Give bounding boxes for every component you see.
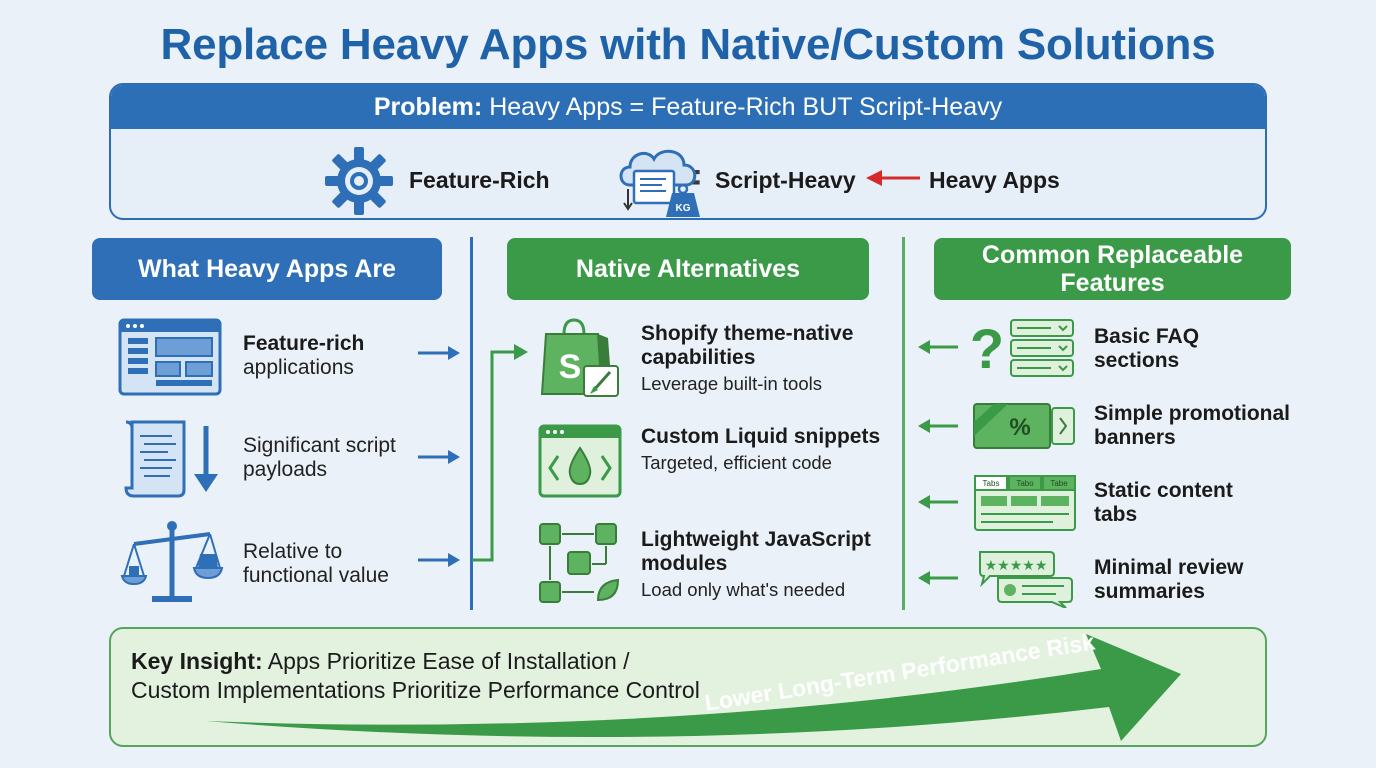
content-tabs-icon: Tabs Tabo Tabe <box>974 475 1076 531</box>
tab-label-1: Tabs <box>983 479 1000 488</box>
common-item-reviews: Minimal review summaries <box>1094 556 1244 603</box>
native-item-2-sub: Targeted, efficient code <box>641 452 832 473</box>
native-item-1: Shopify theme-native capabilities Levera… <box>641 322 881 396</box>
key-insight-label: Key Insight: <box>131 648 263 674</box>
performance-arrow-icon <box>206 634 1181 741</box>
native-item-2: Custom Liquid snippets Targeted, efficie… <box>641 425 881 475</box>
problem-box: Problem: Heavy Apps = Feature-Rich BUT S… <box>109 83 1267 220</box>
svg-text:%: % <box>1009 414 1030 441</box>
key-insight-line1: Apps Prioritize Ease of Installation / <box>267 648 630 674</box>
tab-label-3: Tabe <box>1050 479 1068 488</box>
svg-text:★★★★★: ★★★★★ <box>985 558 1048 574</box>
svg-text:S: S <box>559 348 582 386</box>
key-insight-box: Key Insight: Apps Prioritize Ease of Ins… <box>109 627 1267 747</box>
common-item-faq: Basic FAQ sections <box>1094 325 1200 372</box>
problem-text: Heavy Apps = Feature-Rich BUT Script-Hea… <box>489 93 1003 121</box>
cloud-script-icon: KG <box>619 149 700 217</box>
native-item-1-sub: Leverage built-in tools <box>641 373 822 394</box>
promo-banner-icon: % <box>973 403 1075 449</box>
common-item-banners: Simple promotional banners <box>1094 402 1291 449</box>
heavy-item-1-text: applications <box>243 356 354 379</box>
native-item-3-sub: Load only what's needed <box>641 579 846 600</box>
arrow-left-icon <box>918 340 958 354</box>
page-title: Replace Heavy Apps with Native/Custom So… <box>160 20 1216 69</box>
script-heavy-label: Script-Heavy <box>715 167 856 193</box>
key-insight-text: Key Insight: Apps Prioritize Ease of Ins… <box>131 647 700 705</box>
native-item-3: Lightweight JavaScript modules Load only… <box>641 528 886 602</box>
problem-equation: Feature-Rich = KG Script-Heavy Heavy App… <box>111 143 1265 217</box>
problem-label: Problem: <box>373 93 483 121</box>
arrow-right-icon <box>418 346 460 360</box>
connector-arrow-icon <box>472 344 528 562</box>
arrow-right-icon <box>418 553 460 567</box>
arrow-right-icon <box>418 450 460 464</box>
liquid-code-icon <box>538 424 622 498</box>
gear-icon <box>325 147 393 215</box>
shopify-bag-icon: S <box>540 318 619 397</box>
arrow-left-icon <box>918 571 958 585</box>
red-arrow-icon <box>866 170 920 186</box>
divider-left <box>470 237 473 610</box>
heavy-apps-header: What Heavy Apps Are <box>92 238 442 300</box>
heavy-item-1: Feature-rich applications <box>243 332 364 380</box>
native-alternatives-header: Native Alternatives <box>507 238 869 300</box>
balance-scale-icon <box>120 521 224 602</box>
svg-text:?: ? <box>970 317 1004 380</box>
script-scroll-icon <box>124 420 218 498</box>
common-features-header: Common Replaceable Features <box>934 238 1291 300</box>
arrow-left-icon <box>918 419 958 433</box>
key-insight-line2: Custom Implementations Prioritize Perfor… <box>131 677 700 703</box>
js-modules-icon <box>539 523 620 603</box>
tab-label-2: Tabo <box>1016 479 1034 488</box>
browser-window-icon <box>118 318 222 396</box>
problem-header: Problem: Heavy Apps = Feature-Rich BUT S… <box>111 85 1265 129</box>
heavy-item-2-text: Significant script payloads <box>243 434 396 481</box>
native-item-2-title: Custom Liquid snippets <box>641 425 881 448</box>
feature-rich-label: Feature-Rich <box>409 167 550 193</box>
heavy-item-3-text: Relative to functional value <box>243 540 389 587</box>
review-summary-icon: ★★★★★ <box>979 551 1073 608</box>
arrow-left-icon <box>918 495 958 509</box>
heavy-item-1-bold: Feature-rich <box>243 332 365 355</box>
native-item-1-title: Shopify theme-native capabilities <box>641 322 854 369</box>
weight-label: KG <box>676 203 691 214</box>
heavy-apps-label: Heavy Apps <box>929 167 1060 193</box>
native-item-3-title: Lightweight JavaScript modules <box>641 528 871 575</box>
divider-right <box>902 237 905 610</box>
faq-icon: ? <box>970 317 1074 380</box>
common-item-tabs: Static content tabs <box>1094 479 1233 526</box>
